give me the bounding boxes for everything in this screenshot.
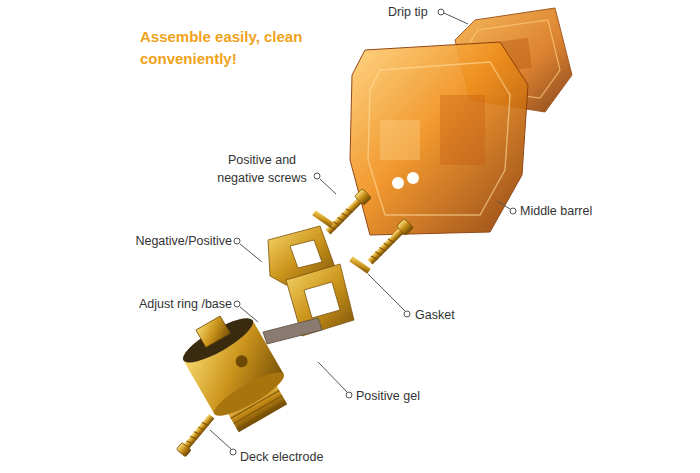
middle-barrel-figure bbox=[350, 42, 528, 235]
part-label: Gasket bbox=[415, 306, 455, 324]
part-label: Deck electrode bbox=[240, 448, 323, 466]
part-label: Drip tip bbox=[388, 3, 428, 21]
part-label: Middle barrel bbox=[520, 202, 592, 220]
base-figure bbox=[173, 303, 297, 438]
part-label: Negative/Positive bbox=[120, 232, 232, 250]
screw-figure bbox=[176, 413, 216, 457]
gasket-figure bbox=[349, 256, 370, 274]
leader-lines bbox=[210, 9, 516, 455]
part-label: Positive and negative screws bbox=[212, 151, 312, 187]
screw-figure bbox=[323, 189, 371, 237]
part-label: Positive gel bbox=[356, 387, 420, 405]
gasket-figure bbox=[312, 210, 333, 228]
slogan-heading: Assemble easily, clean conveniently! bbox=[140, 26, 305, 70]
screw-figure bbox=[365, 219, 413, 267]
part-label: Adjust ring /base bbox=[118, 295, 232, 313]
gel-figure bbox=[263, 318, 322, 344]
